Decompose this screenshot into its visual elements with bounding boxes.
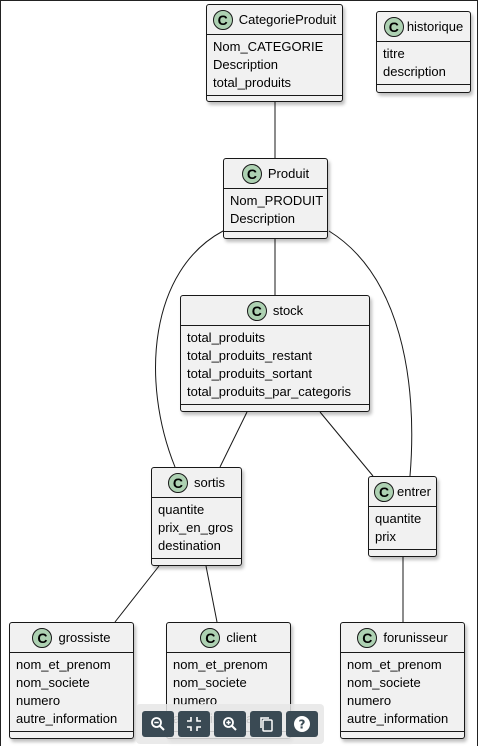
field: Description (230, 211, 296, 226)
class-stereotype-icon: C (167, 472, 188, 493)
class-header: C sortis (152, 468, 241, 498)
class-stereotype-icon: C (383, 16, 404, 37)
class-stereotype-icon: C (241, 163, 262, 184)
edge-stock-sortis (219, 411, 248, 468)
field: total_produits_par_categoris (187, 384, 352, 399)
class-methods (181, 405, 369, 412)
class-categorieproduit[interactable]: C CategorieProduit Nom_CATEGORIE Descrip… (206, 4, 343, 102)
class-name: historique (406, 19, 464, 34)
class-entrer[interactable]: C entrer quantite prix (368, 476, 437, 557)
class-stock[interactable]: C stock total_produits total_produits_re… (180, 295, 370, 412)
class-methods (207, 96, 342, 103)
class-name: stock (272, 303, 304, 318)
field: numero (16, 693, 61, 708)
class-stereotype-icon: C (200, 627, 221, 648)
copy-button[interactable] (250, 711, 282, 737)
field: nom_societe (347, 675, 421, 690)
zoom-out-button[interactable] (142, 711, 174, 737)
class-fields: quantite prix_en_gros destination (152, 498, 241, 559)
class-produit[interactable]: C Produit Nom_PRODUIT Description (223, 158, 328, 239)
field: total_produits_sortant (187, 366, 313, 381)
class-fields: quantite prix (369, 507, 436, 550)
class-fields: Nom_PRODUIT Description (224, 189, 327, 232)
class-fields: nom_et_prenom nom_societe numero autre_i… (341, 653, 464, 732)
field: titre (383, 46, 405, 61)
field: nom_et_prenom (173, 657, 268, 672)
class-fields: total_produits total_produits_restant to… (181, 326, 369, 405)
field: nom_societe (16, 675, 90, 690)
class-methods (377, 85, 470, 92)
class-stereotype-icon: C (32, 627, 53, 648)
class-header: C client (167, 623, 290, 653)
field: quantite (158, 502, 205, 517)
class-name: client (226, 630, 257, 645)
class-name: entrer (397, 484, 431, 499)
class-forunisseur[interactable]: C forunisseur nom_et_prenom nom_societe … (340, 622, 465, 739)
field: quantite (375, 511, 422, 526)
class-methods (369, 550, 436, 557)
class-header: C grossiste (10, 623, 133, 653)
edge-sortis-grossiste (114, 565, 160, 623)
class-header: C Produit (224, 159, 327, 189)
class-methods (224, 232, 327, 239)
class-stereotype-icon: C (246, 300, 267, 321)
class-stereotype-icon: C (357, 627, 378, 648)
field: nom_societe (173, 675, 247, 690)
field: Nom_PRODUIT (230, 193, 324, 208)
class-header: C historique (377, 12, 470, 42)
class-stereotype-icon: C (374, 481, 395, 502)
edge-stock-entrer (319, 411, 374, 477)
class-name: Produit (267, 166, 310, 181)
class-fields: nom_et_prenom nom_societe numero autre_i… (10, 653, 133, 732)
class-stereotype-icon: C (212, 9, 233, 30)
class-fields: titre description (377, 42, 470, 85)
class-name: CategorieProduit (238, 12, 337, 27)
help-button[interactable]: ? (286, 711, 318, 737)
class-sortis[interactable]: C sortis quantite prix_en_gros destinati… (151, 467, 242, 566)
help-icon: ? (294, 716, 310, 732)
fit-to-screen-button[interactable] (178, 711, 210, 737)
field: nom_et_prenom (347, 657, 442, 672)
class-methods (10, 732, 133, 739)
class-historique[interactable]: C historique titre description (376, 11, 471, 93)
field: total_produits (213, 75, 292, 90)
edge-produit-sortis (155, 230, 224, 468)
class-methods (152, 559, 241, 566)
field: nom_et_prenom (16, 657, 111, 672)
copy-icon (260, 717, 273, 732)
field: Nom_CATEGORIE (213, 39, 324, 54)
zoom-in-icon (223, 717, 237, 731)
field: description (383, 64, 446, 79)
field: total_produits (187, 330, 266, 345)
class-methods (341, 732, 464, 739)
class-header: C stock (181, 296, 369, 326)
class-header: C forunisseur (341, 623, 464, 653)
zoom-out-icon (151, 717, 165, 731)
edge-sortis-client (205, 565, 218, 623)
zoom-in-button[interactable] (214, 711, 246, 737)
class-fields: Nom_CATEGORIE Description total_produits (207, 35, 342, 96)
field: numero (347, 693, 392, 708)
edge-produit-entrer (328, 230, 413, 477)
class-name: forunisseur (383, 630, 448, 645)
class-header: C CategorieProduit (207, 5, 342, 35)
field: autre_information (347, 711, 449, 726)
class-header: C entrer (369, 477, 436, 507)
svg-text:?: ? (299, 718, 306, 732)
field: autre_information (16, 711, 118, 726)
fit-to-screen-icon (187, 717, 201, 731)
class-name: sortis (193, 475, 226, 490)
viewer-toolbar: ? (136, 704, 324, 744)
field: prix_en_gros (158, 520, 234, 535)
class-grossiste[interactable]: C grossiste nom_et_prenom nom_societe nu… (9, 622, 134, 739)
field: Description (213, 57, 279, 72)
class-name: grossiste (58, 630, 111, 645)
field: total_produits_restant (187, 348, 313, 363)
field: destination (158, 538, 221, 553)
field: prix (375, 529, 396, 544)
